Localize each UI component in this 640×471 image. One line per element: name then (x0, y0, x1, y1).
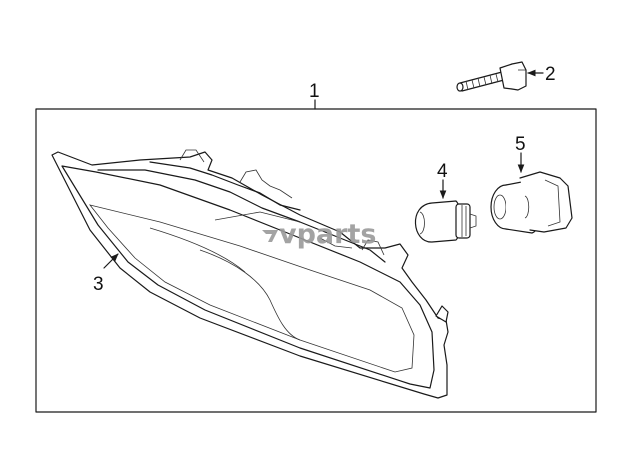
leader-line-3 (103, 253, 119, 269)
callout-2: 2 (545, 64, 556, 85)
watermark-mark-icon (262, 230, 278, 242)
watermark-logo: vparts (262, 219, 376, 250)
socket (490, 171, 573, 234)
callout-1: 1 (309, 81, 320, 102)
bulb (414, 200, 477, 243)
bolt (456, 61, 527, 92)
watermark-text: vparts (279, 219, 376, 250)
assembly-frame (35, 108, 597, 413)
lamp-housing (51, 149, 449, 399)
callout-5: 5 (515, 134, 526, 155)
callout-3: 3 (93, 274, 104, 295)
callout-4: 4 (437, 161, 448, 182)
